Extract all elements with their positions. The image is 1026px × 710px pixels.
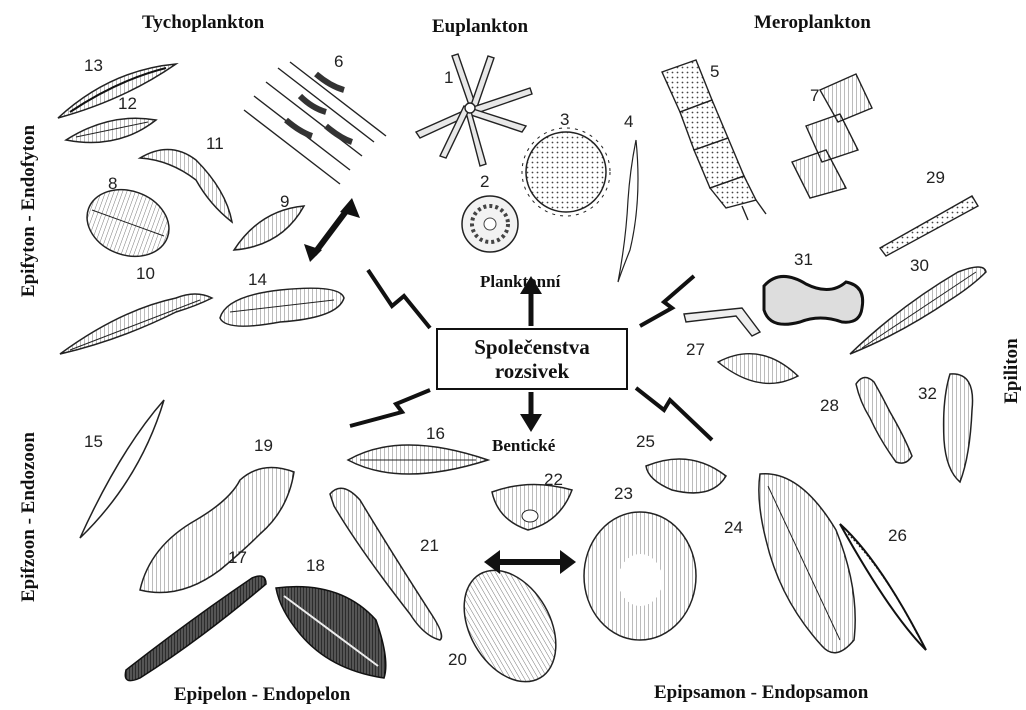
- number-26: 26: [888, 526, 907, 546]
- number-16: 16: [426, 424, 445, 444]
- diatom-27-small: [718, 354, 798, 384]
- label-epiliton: Epiliton: [1001, 321, 1023, 421]
- diatom-13: [58, 64, 176, 118]
- number-32: 32: [918, 384, 937, 404]
- number-10: 10: [136, 264, 155, 284]
- number-20: 20: [448, 650, 467, 670]
- lightning-lower-left: [350, 390, 430, 426]
- center-title-line1: Společenstva: [474, 335, 590, 359]
- label-meroplankton: Meroplankton: [754, 12, 871, 34]
- number-17: 17: [228, 548, 247, 568]
- number-1: 1: [444, 68, 453, 88]
- number-6: 6: [334, 52, 343, 72]
- label-benticke: Bentické: [492, 436, 555, 456]
- label-epipsamon: Epipsamon - Endopsamon: [654, 682, 868, 704]
- number-29: 29: [926, 168, 945, 188]
- diatom-15: [80, 400, 164, 538]
- number-19: 19: [254, 436, 273, 456]
- number-7: 7: [810, 86, 819, 106]
- diatom-32: [944, 374, 973, 482]
- number-22: 22: [544, 470, 563, 490]
- label-planktonni: Planktonní: [480, 272, 560, 292]
- diatom-7: [792, 74, 872, 198]
- number-23: 23: [614, 484, 633, 504]
- diatom-3: [522, 128, 610, 216]
- number-14: 14: [248, 270, 267, 290]
- label-epifyton: Epifyton - Endofyton: [18, 106, 40, 316]
- number-24: 24: [724, 518, 743, 538]
- number-30: 30: [910, 256, 929, 276]
- diatom-20: [445, 554, 574, 698]
- diatom-23: [584, 512, 696, 640]
- diatom-5: [662, 60, 766, 220]
- diatom-19: [140, 468, 294, 593]
- center-box: Společenstva rozsivek: [436, 328, 628, 390]
- diatom-24: [759, 474, 855, 653]
- number-27: 27: [686, 340, 705, 360]
- diatom-18: [276, 587, 386, 678]
- number-15: 15: [84, 432, 103, 452]
- number-4: 4: [624, 112, 633, 132]
- number-31: 31: [794, 250, 813, 270]
- number-12: 12: [118, 94, 137, 114]
- center-title-line2: rozsivek: [495, 359, 569, 383]
- number-5: 5: [710, 62, 719, 82]
- diatom-4: [618, 140, 638, 282]
- diatom-27: [684, 308, 760, 336]
- number-2: 2: [480, 172, 489, 192]
- diatom-6: [244, 62, 386, 184]
- diatom-2: [462, 196, 518, 252]
- diatom-14: [220, 288, 344, 326]
- label-euplankton: Euplankton: [432, 16, 528, 38]
- diatom-9: [234, 206, 304, 250]
- number-3: 3: [560, 110, 569, 130]
- diatom-29: [880, 196, 978, 256]
- diatom-25: [646, 459, 726, 493]
- label-epizoon: Epifzoon - Endozoon: [18, 412, 40, 622]
- number-13: 13: [84, 56, 103, 76]
- number-21: 21: [420, 536, 439, 556]
- number-11: 11: [206, 134, 224, 154]
- lightning-upper-left: [368, 270, 430, 328]
- number-18: 18: [306, 556, 325, 576]
- diatom-22: [492, 484, 572, 530]
- diatom-12: [66, 118, 156, 142]
- diatom-28: [856, 377, 912, 463]
- diatom-1: [416, 54, 532, 166]
- number-28: 28: [820, 396, 839, 416]
- number-8: 8: [108, 174, 117, 194]
- label-tychoplankton: Tychoplankton: [142, 12, 264, 34]
- number-9: 9: [280, 192, 289, 212]
- number-25: 25: [636, 432, 655, 452]
- label-epipelon: Epipelon - Endopelon: [174, 684, 350, 706]
- diatom-31: [764, 276, 863, 324]
